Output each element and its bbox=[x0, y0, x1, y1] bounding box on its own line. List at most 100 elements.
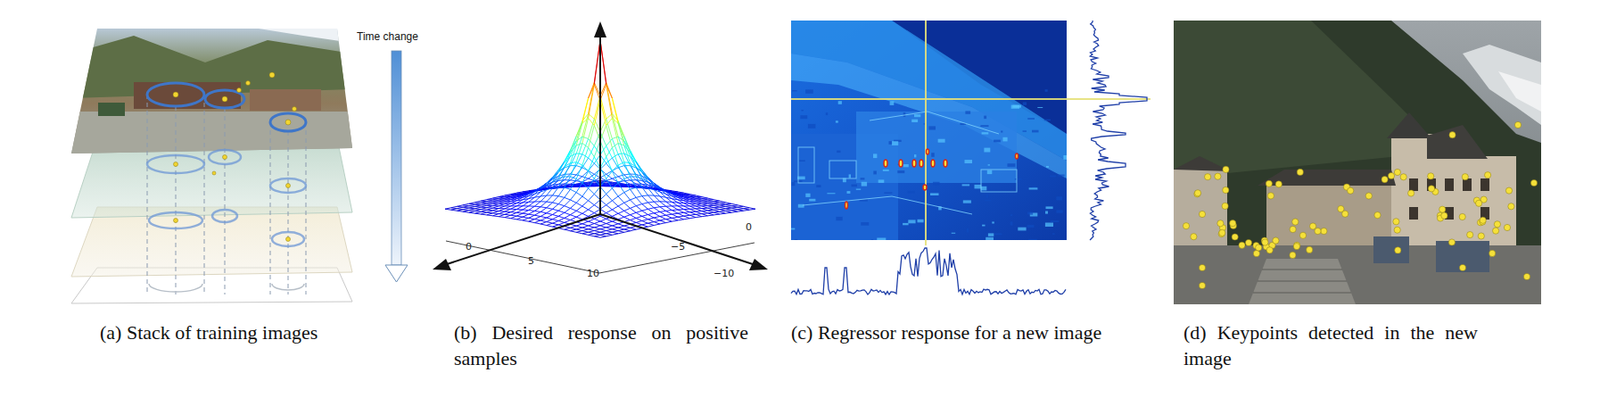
mesh-line bbox=[593, 167, 601, 179]
mesh-line bbox=[695, 206, 702, 209]
mesh-line bbox=[701, 203, 709, 206]
mesh-line bbox=[546, 188, 553, 190]
heat-speck bbox=[808, 198, 816, 202]
mesh-line bbox=[642, 221, 649, 224]
mesh-line bbox=[564, 207, 571, 213]
mesh-line bbox=[648, 207, 655, 210]
mesh-line bbox=[731, 203, 738, 206]
mesh-line bbox=[516, 193, 523, 196]
mesh-line bbox=[593, 236, 601, 238]
heat-speck bbox=[816, 184, 821, 188]
mesh-line bbox=[635, 215, 643, 218]
mesh-line bbox=[719, 201, 726, 204]
mesh-line bbox=[582, 143, 589, 149]
mesh-line bbox=[588, 225, 595, 228]
heat-speck bbox=[1007, 163, 1016, 167]
mesh-line bbox=[659, 211, 667, 215]
mesh-line bbox=[689, 196, 696, 198]
mesh-axes bbox=[432, 21, 768, 273]
mesh-line bbox=[528, 201, 536, 207]
mesh-line bbox=[677, 196, 685, 198]
mesh-line bbox=[593, 99, 601, 125]
heat-speck bbox=[907, 219, 916, 223]
mesh-line bbox=[498, 199, 505, 202]
mesh-line bbox=[456, 205, 463, 207]
mesh-line bbox=[611, 225, 619, 228]
mesh-line bbox=[522, 210, 529, 215]
mesh-line bbox=[666, 206, 673, 210]
mesh-line bbox=[570, 230, 578, 233]
mesh-line bbox=[576, 182, 583, 193]
keypoint-dot bbox=[1299, 231, 1306, 239]
mesh-line bbox=[606, 125, 613, 149]
keypoint-dot bbox=[1198, 263, 1205, 271]
mesh-line bbox=[659, 196, 667, 198]
mesh-line bbox=[511, 208, 518, 210]
mesh-line bbox=[564, 152, 571, 162]
mesh-line bbox=[737, 208, 744, 210]
mesh-line bbox=[600, 96, 607, 120]
mesh-line bbox=[689, 195, 696, 198]
mesh-line bbox=[558, 187, 565, 197]
mesh-line bbox=[511, 205, 518, 207]
mesh-line bbox=[719, 202, 726, 205]
mesh-line bbox=[552, 215, 560, 219]
mesh-line bbox=[684, 212, 691, 215]
mesh-line bbox=[689, 203, 696, 207]
keypoint-dot bbox=[1387, 172, 1394, 179]
mesh-line bbox=[480, 205, 487, 207]
mesh-line bbox=[475, 206, 482, 209]
mesh-line bbox=[462, 206, 470, 209]
mesh-line bbox=[522, 216, 529, 218]
heat-speck bbox=[1049, 175, 1056, 178]
mesh-line bbox=[600, 156, 607, 168]
mesh-line bbox=[582, 221, 589, 224]
mesh-line bbox=[588, 229, 595, 231]
mesh-line bbox=[677, 193, 685, 196]
mesh-line bbox=[737, 206, 744, 209]
mesh-line bbox=[677, 206, 685, 210]
mesh-line bbox=[666, 219, 673, 223]
mesh-line bbox=[611, 98, 619, 124]
heat-speck bbox=[836, 150, 841, 154]
mesh-line bbox=[677, 197, 685, 201]
mesh-line bbox=[576, 143, 583, 163]
mesh-line bbox=[570, 184, 578, 187]
mesh-line bbox=[504, 198, 512, 200]
heat-speck bbox=[985, 237, 994, 240]
mesh-line bbox=[695, 211, 702, 215]
mesh-line bbox=[719, 207, 726, 210]
heat-speck bbox=[944, 205, 954, 208]
mesh-line bbox=[558, 176, 565, 179]
mesh-line bbox=[611, 181, 619, 183]
mesh-line bbox=[576, 223, 583, 226]
mesh-line bbox=[708, 206, 715, 209]
mesh-line bbox=[653, 195, 660, 202]
mesh-line bbox=[618, 162, 625, 165]
mesh-line bbox=[689, 195, 696, 197]
mesh-line bbox=[642, 219, 649, 222]
mesh-line bbox=[546, 222, 553, 225]
mesh-line bbox=[659, 210, 667, 212]
mesh-line bbox=[731, 206, 738, 208]
mesh-line bbox=[630, 206, 637, 209]
heat-speck bbox=[800, 115, 808, 119]
mesh-line bbox=[606, 227, 613, 230]
mesh-line bbox=[576, 192, 583, 197]
mesh-line bbox=[528, 193, 536, 198]
mesh-line bbox=[498, 207, 505, 209]
mesh-line bbox=[469, 206, 476, 208]
mesh-line bbox=[659, 220, 667, 223]
mesh-line bbox=[504, 217, 512, 219]
mesh-line bbox=[684, 194, 691, 196]
mesh-line bbox=[475, 207, 482, 210]
mesh-line bbox=[493, 211, 500, 214]
mesh-line bbox=[695, 210, 702, 213]
heat-speck bbox=[962, 183, 971, 186]
mesh-line bbox=[624, 225, 631, 228]
mesh-line bbox=[558, 221, 565, 223]
mesh-line bbox=[552, 224, 560, 227]
mesh-line bbox=[684, 199, 691, 202]
mesh-line bbox=[653, 211, 660, 213]
mesh-line bbox=[486, 209, 494, 212]
